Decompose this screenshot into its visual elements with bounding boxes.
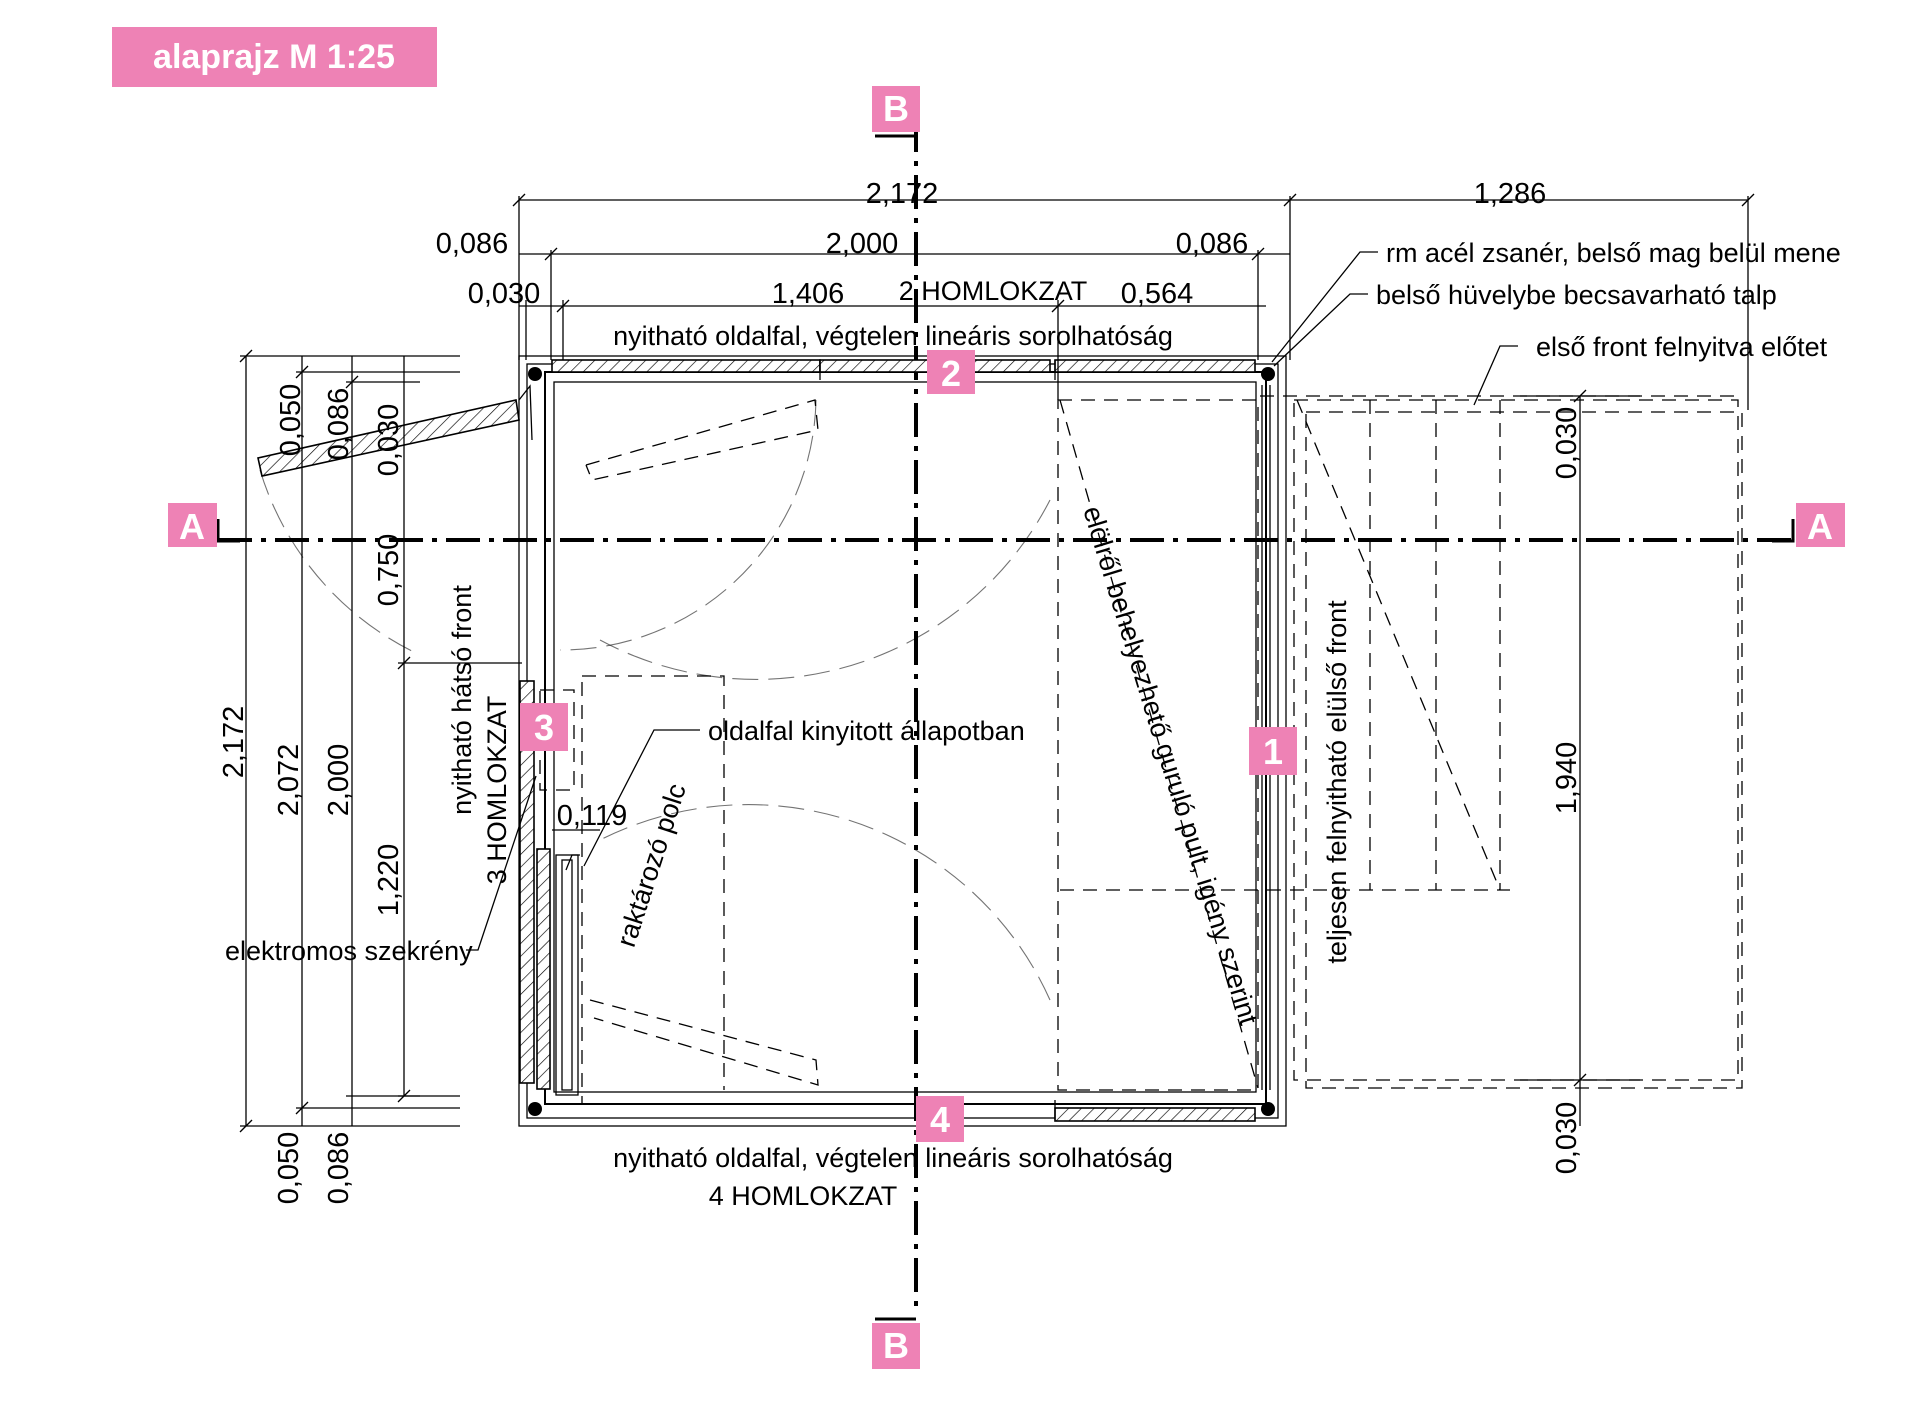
- facade-markers: 1 2 3 4: [520, 350, 1297, 1142]
- dim-inner-119: 0,119: [557, 800, 627, 832]
- label-hinge-note: rm acél zsanér, belső mag belül mene: [1386, 238, 1841, 268]
- annotations: 2 HOMLOKZAT nyitható oldalfal, végtelen …: [225, 238, 1841, 1211]
- svg-text:2: 2: [941, 353, 961, 394]
- front-open-canopy: [1060, 395, 1743, 1089]
- dim-left-2000: 2,000: [323, 744, 355, 817]
- dim-left-1220: 1,220: [373, 844, 405, 917]
- dimension-chain-left: 0,050 0,086 0,030 0,750 2,172 2,072 2,00…: [218, 349, 522, 1205]
- hinge-icon: [1261, 367, 1275, 381]
- hinge-icon: [528, 1102, 542, 1116]
- dim-left-2072: 2,072: [273, 744, 305, 817]
- svg-text:1: 1: [1263, 731, 1283, 772]
- label-facade-3: 3 HOMLOKZAT: [482, 696, 512, 885]
- svg-text:B: B: [883, 88, 909, 129]
- page-title: alaprajz M 1:25: [153, 38, 395, 76]
- leader-lines: [466, 251, 1518, 951]
- dim-left-2172: 2,172: [218, 706, 250, 779]
- label-facade-4-wall: nyitható oldalfal, végtelen lineáris sor…: [613, 1143, 1173, 1173]
- rear-flap-open: [257, 384, 533, 477]
- section-mark-b-top: B: [872, 86, 920, 132]
- facade-marker-1: 1: [1249, 727, 1297, 775]
- dim-top-total: 2,172: [866, 178, 939, 210]
- dim-left-086: 0,086: [323, 388, 355, 461]
- hinge-icon: [1261, 1102, 1275, 1116]
- label-side-open: oldalfal kinyitott állapotban: [708, 716, 1025, 746]
- storage-shelf: [555, 854, 579, 1096]
- dim-top-left-086: 0,086: [436, 228, 509, 260]
- rolling-counter: [1057, 399, 1259, 1091]
- label-counter: elölről behelyezhető guruló pult, igény …: [1077, 503, 1264, 1029]
- dim-top-2000: 2,000: [826, 228, 899, 260]
- dim-bottom-050: 0,050: [273, 1132, 305, 1205]
- facade-marker-2: 2: [927, 350, 975, 394]
- dim-left-030: 0,030: [373, 404, 405, 477]
- facade-marker-4: 4: [916, 1096, 964, 1142]
- label-foot-note: belső hüvelybe becsavarható talp: [1376, 280, 1777, 310]
- dim-right-1940: 1,940: [1551, 742, 1583, 815]
- label-facade-2: 2 HOMLOKZAT: [899, 276, 1088, 306]
- dim-right-030-top: 0,030: [1551, 407, 1583, 480]
- dimension-chain-right: 0,030 1,940 0,030: [1520, 389, 1640, 1175]
- label-front-open-full: teljesen felnyitható elülső front: [1322, 600, 1352, 964]
- dim-left-050: 0,050: [275, 384, 307, 457]
- dim-right-030-bottom: 0,030: [1551, 1102, 1583, 1175]
- door-swing-arcs: [259, 399, 1051, 1104]
- label-front-open-note: első front felnyitva előtet: [1536, 332, 1828, 362]
- dim-top-right-086: 0,086: [1176, 228, 1249, 260]
- svg-text:4: 4: [930, 1099, 950, 1140]
- dim-top-1406: 1,406: [772, 278, 845, 310]
- section-mark-a-left: A: [168, 503, 217, 547]
- label-electric-cabinet: elektromos szekrény: [225, 936, 473, 966]
- label-rear-front: nyitható hátsó front: [447, 585, 477, 815]
- dimension-chain-top: 2,172 1,286 0,086 2,000 0,086 0,030 1,40…: [436, 178, 1755, 410]
- dim-left-750: 0,750: [373, 534, 405, 607]
- svg-text:A: A: [179, 506, 205, 547]
- section-mark-b-bottom: B: [872, 1323, 920, 1369]
- dim-top-564: 0,564: [1121, 278, 1194, 310]
- svg-text:3: 3: [534, 707, 554, 748]
- facade-marker-3: 3: [520, 703, 568, 751]
- svg-text:A: A: [1807, 506, 1833, 547]
- title-banner: alaprajz M 1:25: [112, 27, 437, 87]
- dim-top-left-030: 0,030: [468, 278, 541, 310]
- section-mark-a-right: A: [1796, 503, 1845, 547]
- dim-bottom-086: 0,086: [323, 1132, 355, 1205]
- label-facade-2-wall: nyitható oldalfal, végtelen lineáris sor…: [613, 321, 1173, 351]
- label-facade-4: 4 HOMLOKZAT: [709, 1181, 898, 1211]
- dim-top-right: 1,286: [1474, 178, 1547, 210]
- hinge-icon: [528, 367, 542, 381]
- svg-text:B: B: [883, 1325, 909, 1366]
